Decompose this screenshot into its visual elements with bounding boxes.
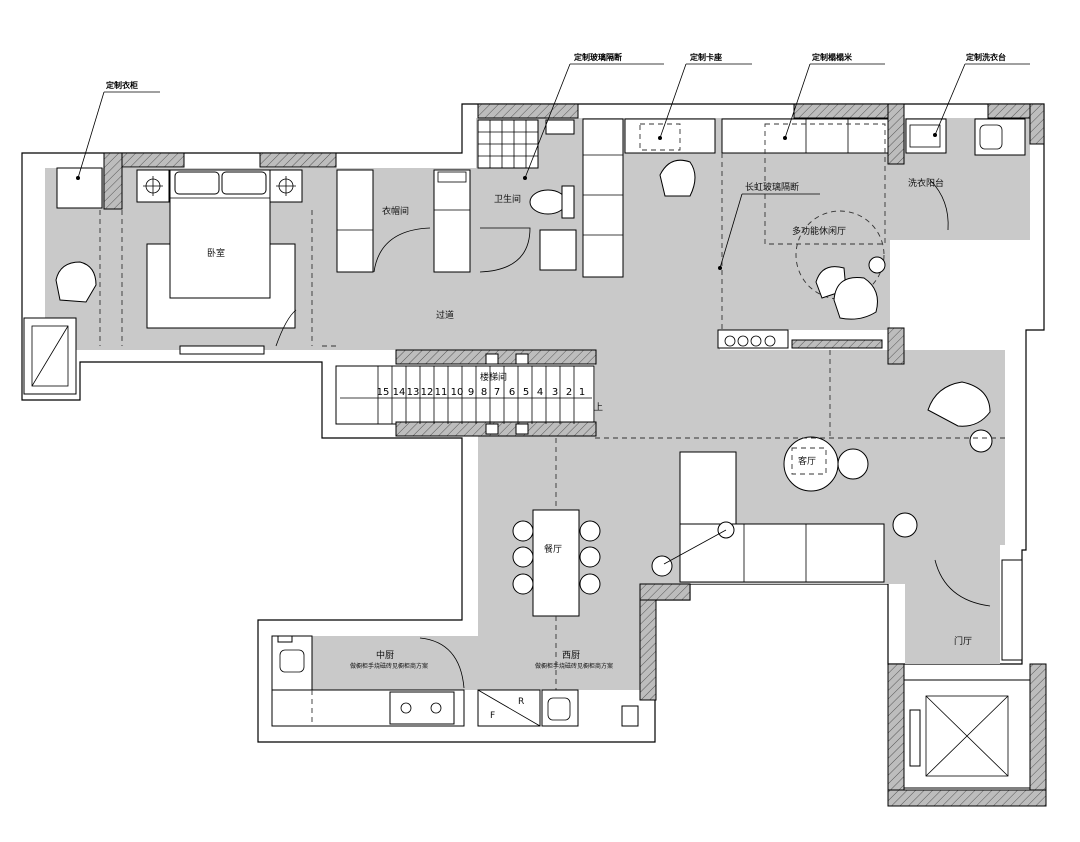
step-label: 13 (407, 387, 420, 398)
multi-room-area (582, 118, 889, 349)
dining-area (512, 438, 601, 690)
kitchen-note-chinese: 做橱柜手烧磁砖见橱柜商方案 (350, 662, 428, 670)
laundry-area (905, 118, 1026, 231)
kitchen-area (271, 635, 639, 727)
room-label-western-kitchen: 西厨 (562, 650, 580, 661)
entrance-area (903, 559, 1031, 789)
step-label: 7 (494, 387, 500, 398)
room-label-cloakroom: 衣帽间 (382, 205, 409, 217)
stair-numbers: 15 14 13 12 11 10 9 8 7 6 5 4 3 2 1 上 (377, 387, 603, 413)
room-label-bathroom: 卫生间 (494, 193, 521, 205)
room-label-chinese-kitchen: 中厨 (376, 649, 394, 661)
annotation-labels: 定制衣柜 定制玻璃隔断 定制卡座 定制榻榻米 定制洗衣台 长虹玻璃隔断 (105, 52, 1006, 193)
step-label: 14 (393, 387, 406, 398)
fridge-mark-f: F (490, 711, 495, 721)
stair-steps (340, 353, 592, 435)
bedroom-chair (55, 261, 97, 303)
kitchen-note-western: 做橱柜手烧磁砖见橱柜商方案 (535, 662, 613, 670)
room-label-bedroom: 卧室 (207, 247, 225, 259)
room-labels: 卧室 衣帽间 卫生间 过道 楼梯间 多功能休闲厅 洗衣阳台 客厅 餐厅 中厨 做… (207, 177, 972, 721)
fridge-mark-r: R (518, 697, 524, 707)
step-label: 9 (468, 387, 474, 398)
wardrobe-cabinet (56, 167, 103, 209)
annotation-wardrobe: 定制衣柜 (105, 80, 138, 90)
step-label: 10 (451, 387, 464, 398)
annotation-card-seat: 定制卡座 (689, 52, 722, 62)
dining-table (532, 509, 580, 617)
card-seat (582, 118, 624, 278)
step-label: 12 (421, 387, 434, 398)
corridor-misc (275, 309, 336, 347)
cloakroom-area (336, 169, 471, 273)
annotation-laundry-cabinet: 定制洗衣台 (965, 52, 1006, 62)
annotation-glass-partition: 定制玻璃隔断 (573, 52, 622, 62)
room-label-laundry: 洗衣阳台 (908, 177, 944, 189)
nightstand-left (136, 169, 170, 203)
room-label-stairs: 楼梯间 (480, 371, 507, 383)
step-label: 5 (523, 387, 529, 398)
annotation-leaders (76, 63, 1030, 270)
living-area (595, 350, 1005, 583)
room-label-living: 客厅 (798, 455, 816, 467)
room-label-entrance: 门厅 (954, 635, 972, 647)
step-label: 3 (552, 387, 558, 398)
sofa-main (679, 523, 885, 583)
room-label-dining: 餐厅 (544, 543, 562, 555)
elevator (903, 679, 1031, 789)
floors (45, 118, 1030, 690)
room-label-corridor: 过道 (436, 309, 454, 321)
step-label: 11 (435, 387, 448, 398)
step-label: 4 (537, 387, 543, 398)
stair-up-label: 上 (594, 402, 603, 413)
step-label: 6 (509, 387, 515, 398)
annotation-changhong: 长虹玻璃隔断 (745, 181, 799, 193)
annotation-tatami: 定制榻榻米 (811, 52, 853, 62)
bathroom-area (477, 119, 577, 273)
step-label: 8 (481, 387, 487, 398)
step-label: 2 (566, 387, 572, 398)
tatami (721, 118, 889, 154)
wall-hatches (103, 103, 1047, 807)
room-label-multi: 多功能休闲厅 (792, 225, 846, 237)
bedroom-area (23, 167, 313, 395)
step-label: 1 (579, 387, 585, 398)
step-label: 15 (377, 387, 390, 398)
